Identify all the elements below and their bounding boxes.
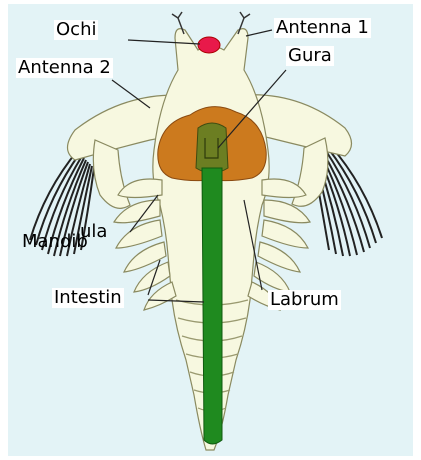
- label-mandibula-part2: ula: [78, 222, 109, 242]
- intestine-tube: [202, 168, 222, 444]
- label-labrum: Labrum: [268, 290, 341, 310]
- label-antenna-1: Antenna 1: [274, 18, 371, 38]
- label-intestin: Intestin: [52, 288, 124, 308]
- label-gura: Gura: [286, 46, 334, 66]
- label-antenna-2: Antenna 2: [16, 58, 113, 78]
- label-ochi: Ochi: [54, 20, 98, 40]
- mouth-gura: [196, 123, 228, 173]
- eye-ochi: [198, 37, 220, 53]
